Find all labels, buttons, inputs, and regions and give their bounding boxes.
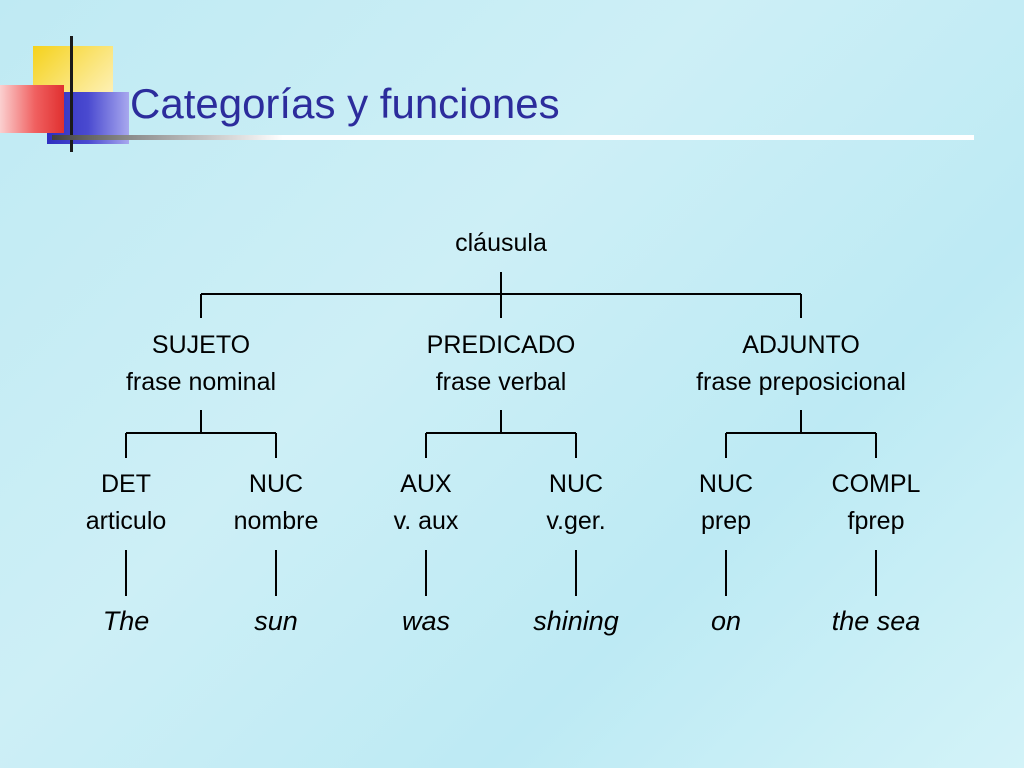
word-the-sea: the sea: [831, 606, 921, 636]
category-label-fprep: fprep: [847, 507, 905, 535]
category-label-prep: prep: [700, 507, 752, 535]
word-the: The: [102, 606, 150, 636]
function-label-aux: AUX: [400, 470, 452, 498]
root-label: cláusula: [455, 229, 547, 257]
category-label-adjunto: frase preposicional: [696, 368, 906, 396]
function-label-nuc-nombre: NUC: [248, 470, 304, 498]
slide-title: Categorías y funciones: [130, 80, 560, 127]
deco-red-square: [0, 85, 64, 133]
function-label-nuc-verb: NUC: [548, 470, 604, 498]
function-label-det: DET: [101, 470, 151, 498]
deco-vertical-line: [70, 36, 73, 152]
word-was: was: [401, 606, 451, 636]
title-underline: [52, 135, 974, 140]
category-label-v-ger: v.ger.: [546, 507, 606, 535]
function-label-nuc-prep: NUC: [698, 470, 754, 498]
category-label-predicado: frase verbal: [435, 368, 567, 396]
function-label-sujeto: SUJETO: [151, 331, 251, 359]
word-shining: shining: [533, 606, 619, 636]
word-sun: sun: [254, 606, 298, 636]
category-label-v-aux: v. aux: [393, 507, 459, 535]
function-label-compl: COMPL: [831, 470, 921, 498]
category-label-nombre: nombre: [233, 507, 319, 535]
category-label-sujeto: frase nominal: [125, 368, 277, 396]
function-label-adjunto: ADJUNTO: [742, 331, 860, 359]
word-on: on: [710, 606, 742, 636]
category-label-articulo: articulo: [85, 507, 167, 535]
function-label-predicado: PREDICADO: [426, 331, 576, 359]
